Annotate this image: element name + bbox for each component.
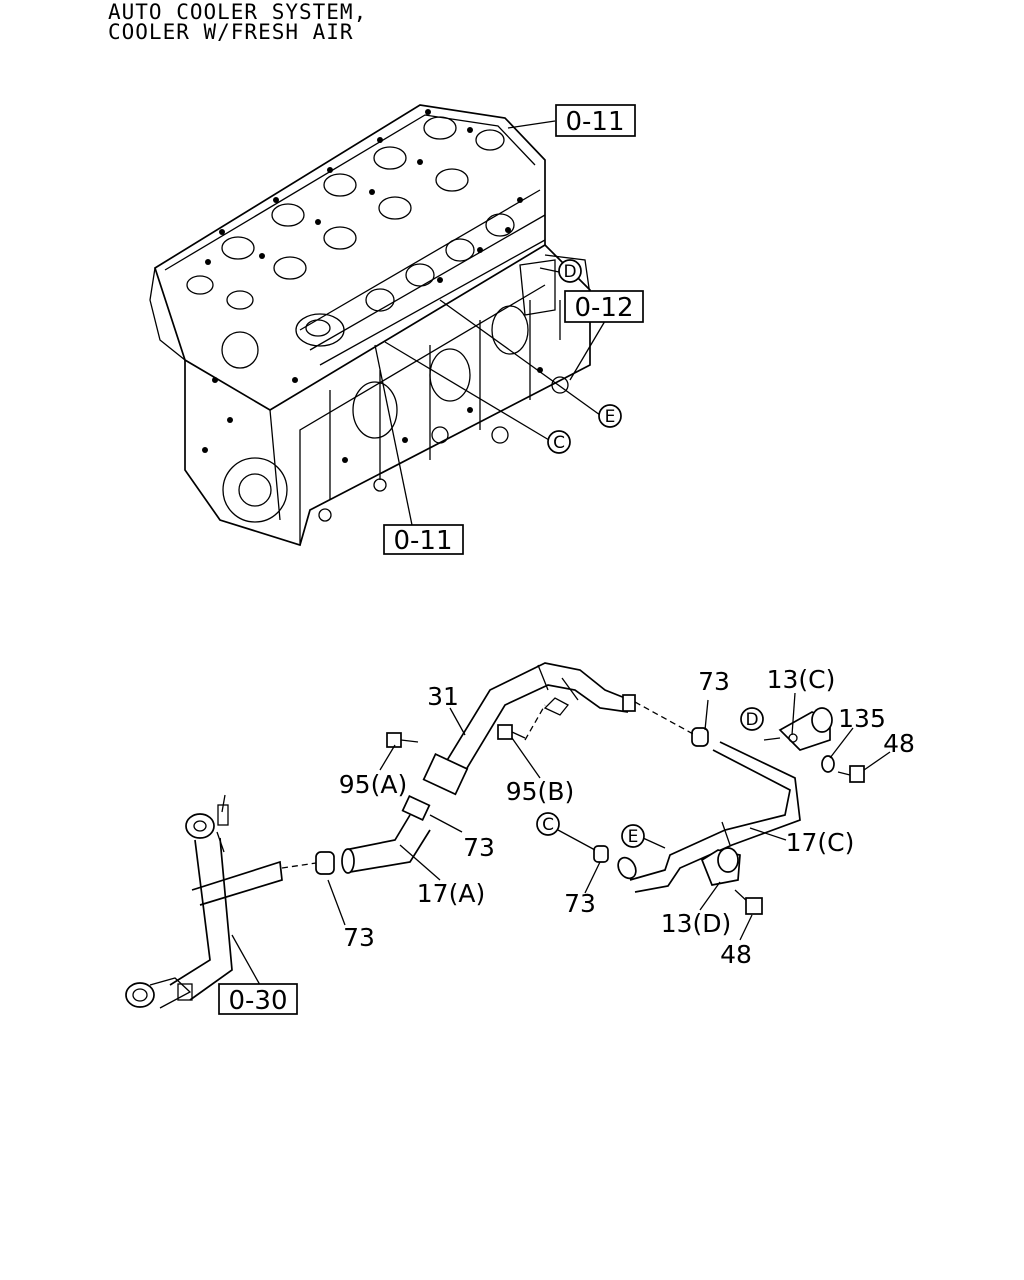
circle-e-parts <box>621 824 645 848</box>
label-17c: 17(C) <box>786 828 855 857</box>
letter-c-parts: C <box>542 815 554 835</box>
label-73-mid: 73 <box>463 833 495 862</box>
label-31: 31 <box>427 682 459 711</box>
letter-d-parts: D <box>745 710 758 730</box>
letter-e-parts: E <box>628 827 639 847</box>
ref-box-bottom <box>383 524 464 555</box>
circle-c-parts <box>536 812 560 836</box>
label-73-left: 73 <box>343 923 375 952</box>
letter-e-engine: E <box>605 407 616 427</box>
label-48-bottom: 48 <box>720 940 752 969</box>
circle-c-engine <box>547 430 571 454</box>
ref-top-label: 0-11 <box>565 107 624 137</box>
letter-c-engine: C <box>553 433 565 453</box>
letter-d-engine: D <box>563 262 576 282</box>
ref-bottom-label: 0-11 <box>393 526 452 556</box>
part-callouts: 31 73 13(C) 135 48 95(A) 95(B) 73 17(C) … <box>218 665 915 1016</box>
engine-block-illustration <box>149 104 591 547</box>
ref-pipe-label: 0-30 <box>228 986 287 1016</box>
diagram-title: AUTO COOLER SYSTEM, COOLER W/FRESH AIR <box>108 0 368 44</box>
circle-e-engine <box>598 404 622 428</box>
label-13d: 13(D) <box>661 909 732 938</box>
ref-box-pipe <box>218 983 298 1015</box>
label-135: 135 <box>838 704 886 733</box>
circle-d-parts <box>740 707 764 731</box>
ref-box-right <box>564 290 644 323</box>
title-line-2: COOLER W/FRESH AIR <box>108 20 354 44</box>
label-13c: 13(C) <box>767 665 836 694</box>
label-48-top: 48 <box>883 729 915 758</box>
ref-right-label: 0-12 <box>574 293 633 323</box>
label-95b: 95(B) <box>506 777 574 806</box>
circle-d-engine <box>558 259 582 283</box>
label-17a: 17(A) <box>417 879 485 908</box>
label-73-bottom: 73 <box>564 889 596 918</box>
engine-callouts: 0-11 D 0-12 E C 0-11 <box>374 104 644 556</box>
ref-box-top <box>555 104 636 137</box>
label-73-top: 73 <box>698 667 730 696</box>
title-line-1: AUTO COOLER SYSTEM, <box>108 0 368 24</box>
label-95a: 95(A) <box>339 770 407 799</box>
